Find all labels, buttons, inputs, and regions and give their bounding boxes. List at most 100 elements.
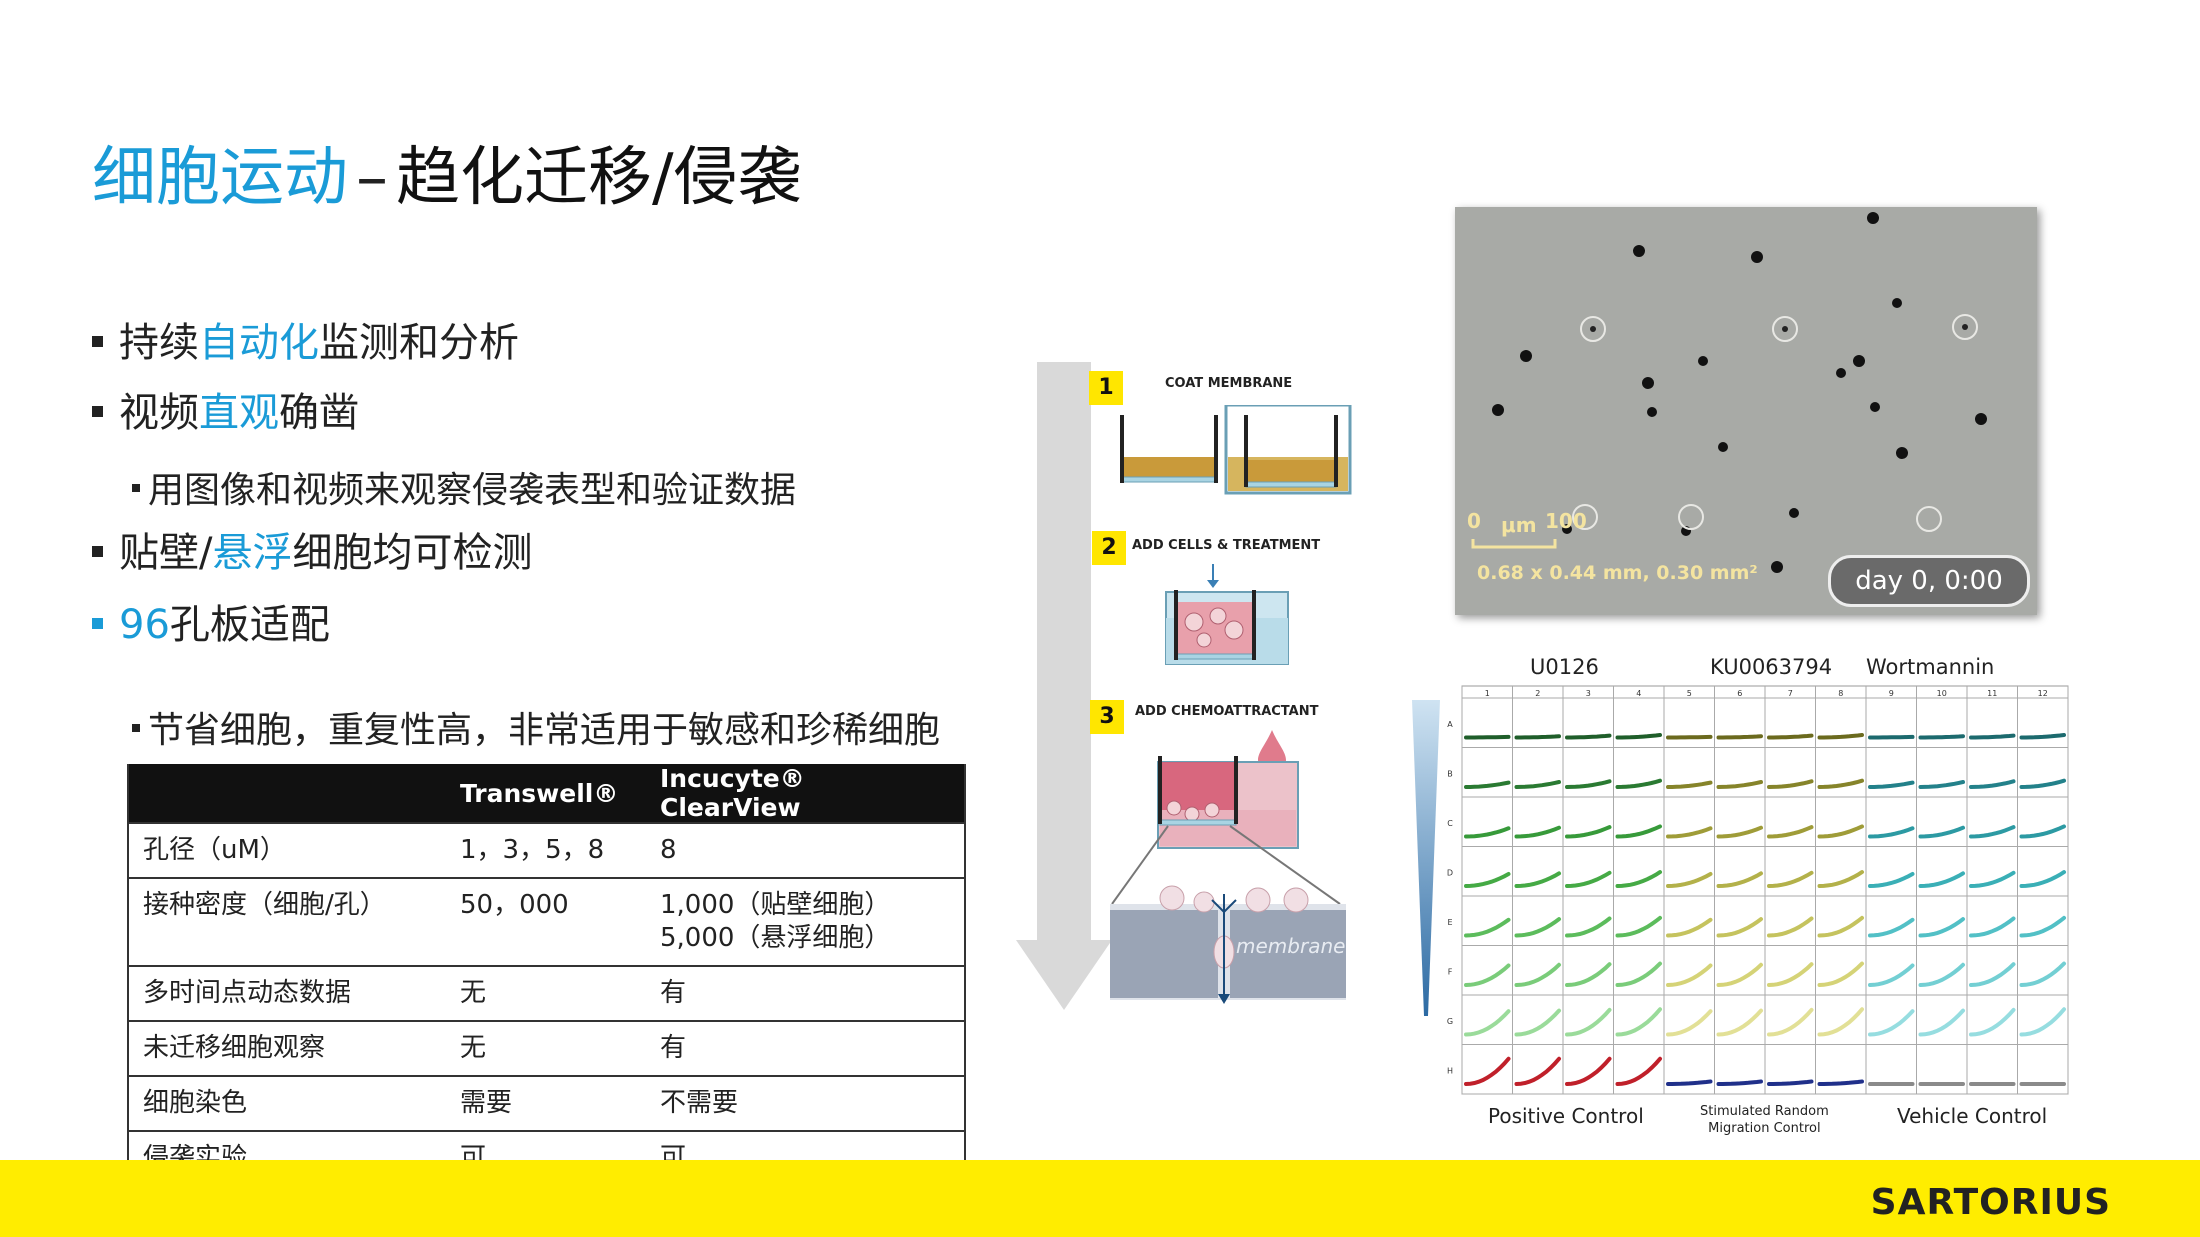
well-curve xyxy=(1767,1007,1814,1037)
cell-image xyxy=(1455,207,2037,615)
well-curve xyxy=(1666,826,1713,839)
well-curve xyxy=(1767,825,1814,839)
well-curve xyxy=(1868,872,1915,888)
well-curve xyxy=(1615,915,1662,938)
concentration-gradient-icon xyxy=(1412,700,1440,1016)
table-header-row: Transwell® Incucyte® ClearView xyxy=(128,764,965,823)
well-curve xyxy=(1716,825,1763,839)
well-curve xyxy=(1918,825,1965,839)
well-curve xyxy=(1615,733,1662,740)
row-letter: C xyxy=(1447,819,1453,828)
row-letter: H xyxy=(1447,1066,1453,1075)
row-letter: F xyxy=(1448,967,1453,976)
well-curve xyxy=(1615,1007,1662,1037)
well-curve xyxy=(1464,963,1511,987)
table-cell-transwell: 无 xyxy=(446,965,646,1021)
well-curve xyxy=(1666,872,1713,888)
bullet-marker xyxy=(92,545,103,557)
table-cell-transwell: 需要 xyxy=(446,1075,646,1131)
well-curve xyxy=(1969,1007,2016,1037)
column-number: 7 xyxy=(1788,689,1793,698)
bullet-accent: 直观 xyxy=(199,390,279,436)
column-number: 2 xyxy=(1535,689,1540,698)
well-curve xyxy=(1817,915,1864,938)
table-row: 孔径（uM） 1，3，5，8 8 xyxy=(128,822,965,878)
table-header-clearview: Incucyte® ClearView xyxy=(646,764,965,823)
image-dimensions: 0.68 x 0.44 mm, 0.30 mm² xyxy=(1477,562,1758,584)
table-cell-label: 接种密度（细胞/孔） xyxy=(128,877,446,966)
row-letter: G xyxy=(1447,1017,1453,1026)
well-curve xyxy=(1514,962,1561,987)
well-curve xyxy=(1767,962,1814,987)
well-curve xyxy=(1918,871,1965,888)
comparison-table: Transwell® Incucyte® ClearView 孔径（uM） 1，… xyxy=(127,764,966,1187)
scale-hundred: 100 xyxy=(1545,509,1587,533)
well-curve xyxy=(1918,962,1965,987)
well-curve xyxy=(1514,780,1561,789)
bullet-text: 贴壁/ xyxy=(119,530,213,576)
bullet-text: 细胞均可检测 xyxy=(292,530,533,576)
well-curve xyxy=(1918,917,1965,938)
step-number: 2 xyxy=(1092,531,1126,565)
group-label-ku0063794: KU0063794 xyxy=(1710,655,1833,679)
timestamp-badge: day 0, 0:00 xyxy=(1828,555,2030,607)
well-curve xyxy=(1565,779,1612,789)
well-curve xyxy=(1514,1056,1561,1086)
bullet-96well: 96孔板适配 xyxy=(92,600,330,650)
well-curve xyxy=(1666,734,1713,740)
well-curve xyxy=(1464,1056,1511,1086)
well-curve xyxy=(2019,915,2066,938)
column-number: 3 xyxy=(1586,689,1591,698)
table-cell-clearview: 1,000（贴壁细胞） 5,000（悬浮细胞） xyxy=(646,877,965,966)
well-curve xyxy=(1565,825,1612,839)
bullet-text: 用图像和视频来观察侵袭表型和验证数据 xyxy=(148,470,797,511)
company-logo: SARTORIUS xyxy=(1870,1182,2111,1223)
well-curve xyxy=(2019,778,2066,789)
well-curve xyxy=(1817,961,1864,987)
table-cell-clearview: 不需要 xyxy=(646,1075,965,1131)
bullet-text: 监测和分析 xyxy=(319,320,519,366)
well-curve xyxy=(1918,780,1965,789)
bullet-text: 视频 xyxy=(119,390,199,436)
bullet-marker xyxy=(92,617,103,629)
bullet-adherent: 贴壁/悬浮细胞均可检测 xyxy=(92,528,532,578)
title-highlight: 细胞运动 xyxy=(92,141,348,215)
bullet-marker xyxy=(132,724,140,732)
bullet-sub-video: 用图像和视频来观察侵袭表型和验证数据 xyxy=(132,466,796,516)
well-curve xyxy=(1615,824,1662,839)
table-cell-label: 未迁移细胞观察 xyxy=(128,1020,446,1076)
table-cell-label: 孔径（uM） xyxy=(128,822,446,878)
step-number: 1 xyxy=(1089,371,1123,405)
bullet-accent: 自动化 xyxy=(199,320,319,366)
well-curve xyxy=(1464,734,1511,740)
well-curve xyxy=(1716,1079,1763,1086)
table-cell-line: 5,000（悬浮细胞） xyxy=(660,923,891,953)
well-curve xyxy=(2019,824,2066,839)
footer-bar: SARTORIUS xyxy=(0,1160,2200,1237)
table-row: 未迁移细胞观察 无 有 xyxy=(128,1020,965,1076)
well-curve xyxy=(1969,916,2016,938)
well-curve xyxy=(1868,1009,1915,1037)
well-curve xyxy=(1464,780,1511,789)
column-number: 12 xyxy=(2038,689,2048,698)
column-number: 6 xyxy=(1737,689,1742,698)
well-curve xyxy=(1767,779,1814,789)
bullet-marker xyxy=(132,484,140,492)
well-curve xyxy=(1817,733,1864,740)
well-curve xyxy=(1565,870,1612,888)
table-cell-transwell: 1，3，5，8 xyxy=(446,822,646,878)
table-header-empty xyxy=(128,764,446,823)
table-row: 多时间点动态数据 无 有 xyxy=(128,965,965,1021)
well-curve xyxy=(1716,917,1763,938)
well-curve xyxy=(1615,870,1662,888)
table-cell-transwell: 50，000 xyxy=(446,877,646,966)
well-curve xyxy=(1868,963,1915,987)
well-curve xyxy=(1817,778,1864,789)
bullet-video: 视频直观确凿 xyxy=(92,388,359,438)
row-letter: D xyxy=(1447,868,1453,877)
well-curve xyxy=(1615,961,1662,987)
well-curve xyxy=(1969,733,2016,740)
column-number: 11 xyxy=(1987,689,1997,698)
bullet-text: 确凿 xyxy=(279,390,359,436)
